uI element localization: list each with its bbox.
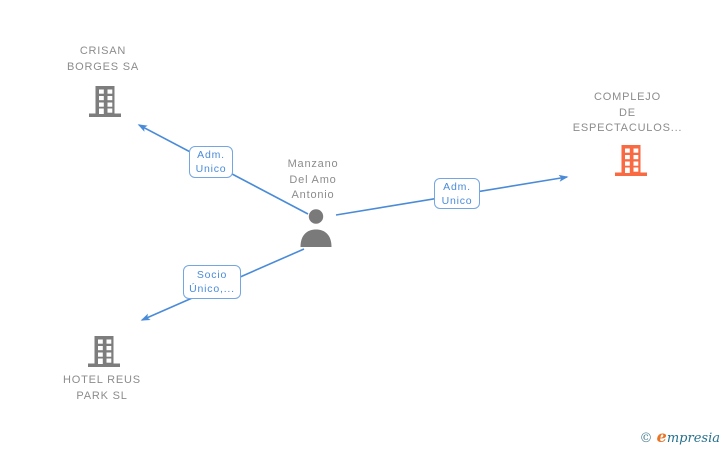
company-complejo-building-icon[interactable] <box>613 142 649 178</box>
empresia-watermark: © empresia <box>640 427 720 446</box>
edge-label-line2: Unico <box>195 163 227 175</box>
person-label[interactable]: Manzano Del Amo Antonio <box>261 157 365 204</box>
company-complejo-label-line1: COMPLEJO <box>594 91 661 103</box>
edge-label-line2: Único,... <box>189 283 235 295</box>
person-label-line3: Antonio <box>291 189 335 201</box>
edge-label-line2: Unico <box>441 194 473 207</box>
company-hotel-building-icon[interactable] <box>86 333 122 369</box>
company-crisan-label-line1: CRISAN <box>79 45 127 57</box>
company-complejo-label-line2: DE <box>619 106 636 119</box>
company-complejo-label-line3: ESPECTACULOS... <box>572 122 683 134</box>
company-complejo-label[interactable]: COMPLEJO DE ESPECTACULOS... <box>565 90 690 137</box>
edge-label-adm-unico-complejo[interactable]: Adm. Unico <box>434 178 480 209</box>
empresia-logo-text: mpresia <box>666 431 720 446</box>
person-label-line2: Del Amo <box>289 173 337 186</box>
person-icon[interactable] <box>296 206 336 247</box>
company-hotel-label-line2: PARK SL <box>76 389 128 402</box>
edge-label-adm-unico-crisan[interactable]: Adm. Unico <box>189 146 233 178</box>
edge-label-line1: Adm. <box>197 149 225 161</box>
edge-label-line1: Socio <box>196 269 228 281</box>
edge-label-socio-unico-hotel[interactable]: Socio Único,... <box>183 265 241 299</box>
company-crisan-label-line2: BORGES SA <box>67 60 139 73</box>
company-hotel-label[interactable]: HOTEL REUS PARK SL <box>40 373 164 404</box>
person-label-line1: Manzano <box>287 158 339 170</box>
edge-label-line1: Adm. <box>443 180 471 193</box>
company-crisan-building-icon[interactable] <box>87 83 123 119</box>
company-hotel-label-line1: HOTEL REUS <box>63 374 141 386</box>
copyright-icon: © <box>639 431 653 446</box>
company-crisan-label[interactable]: CRISAN BORGES SA <box>43 44 163 75</box>
empresia-logo-initial: e <box>656 427 667 446</box>
